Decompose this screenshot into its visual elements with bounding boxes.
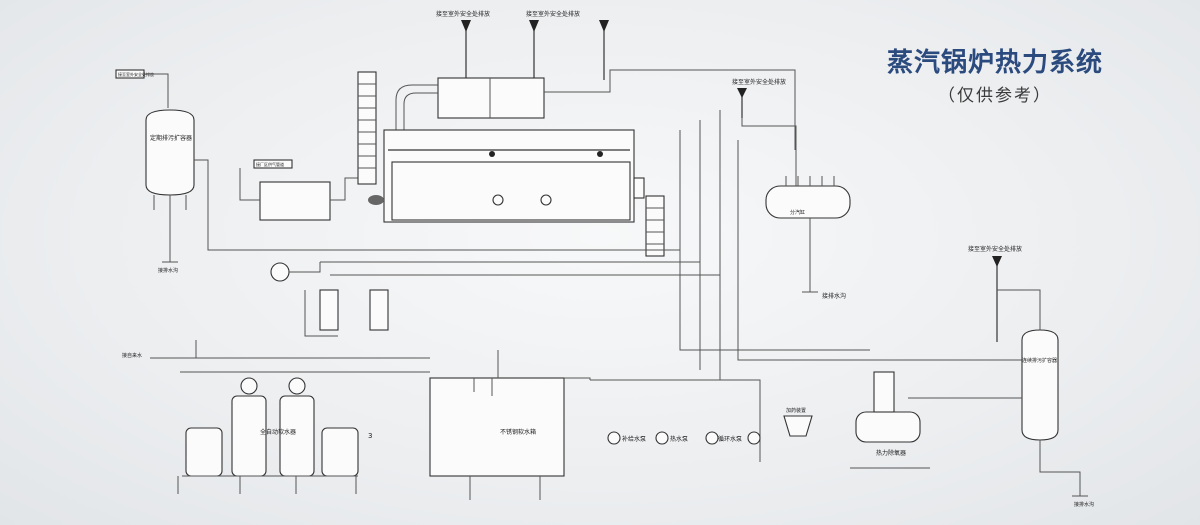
softener-mark: 3 [368, 432, 372, 440]
diagram-subtitle: （仅供参考） [938, 86, 1052, 106]
vent-label-2: 接至室外安全处排放 [526, 10, 580, 18]
pump-icon [705, 431, 719, 445]
filter-1 [319, 289, 339, 331]
ladder-left [357, 71, 377, 185]
continuous-blowdown-label: 连续排污扩容器 [1022, 357, 1057, 364]
control-panel [259, 181, 331, 221]
tank-tag-label: 接至室外安全处排放 [118, 71, 154, 77]
economizer [437, 77, 545, 119]
water-tank [429, 377, 565, 477]
control-panel-label: 接厂区供气管道 [256, 161, 284, 167]
right-drain-label: 接排水沟 [1074, 501, 1094, 508]
pump-1-label: 补给水泵 [622, 435, 646, 443]
softener-label: 全自动软水器 [260, 428, 296, 436]
pump-2-label: 热水泵 [670, 435, 688, 443]
deaerator-column [873, 371, 895, 413]
diagram-title-block: 蒸汽锅炉热力系统 （仅供参考） [845, 42, 1145, 106]
softener-tank-3 [279, 395, 315, 477]
regular-blowdown-tank [145, 109, 195, 196]
vent-flag-icon [529, 20, 539, 80]
steam-header-label: 分汽缸 [790, 209, 805, 216]
water-tank-label: 不锈钢软水箱 [500, 428, 536, 436]
vent-label-3: 接至室外安全处排放 [732, 78, 786, 86]
pump-3-label: 循环水泵 [718, 435, 742, 443]
vent-label-1: 接至室外安全处排放 [436, 10, 490, 18]
vent-flag-icon [737, 88, 747, 118]
diagram-title: 蒸汽锅炉热力系统 [886, 48, 1103, 78]
control-panel-tag [253, 159, 293, 169]
steam-header [765, 185, 851, 219]
left-drain-label: 接排水沟 [158, 267, 178, 274]
vent-flag-icon [599, 20, 609, 80]
user-drain-label: 接排水沟 [822, 292, 846, 300]
dosing-label: 加药装置 [786, 407, 806, 414]
pump-icon [607, 431, 621, 445]
pump-icon [655, 431, 669, 445]
pump-icon [747, 431, 761, 445]
continuous-blowdown-tank [1021, 329, 1059, 441]
vent-flag-icon [992, 256, 1002, 290]
blower-icon [270, 262, 290, 282]
deaerator-label: 热力除氧器 [876, 449, 906, 457]
vent-label-4: 接至室外安全处排放 [968, 245, 1022, 253]
water-inlet-label: 接自来水 [122, 352, 142, 359]
regular-blowdown-label: 定期排污扩容器 [150, 134, 192, 142]
softener-tank-1 [185, 427, 223, 477]
dosing-device [783, 415, 813, 437]
softener-tank-4 [321, 427, 359, 477]
vent-flag-icon [461, 20, 471, 80]
softener-tank-2 [231, 395, 267, 477]
deaerator [855, 411, 921, 443]
filter-2 [369, 289, 389, 331]
ladder-right [645, 195, 665, 257]
